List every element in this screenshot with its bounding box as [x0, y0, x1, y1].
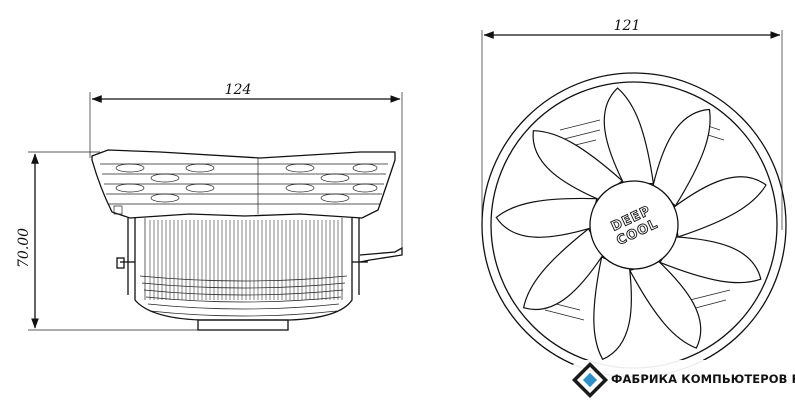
side-width-dimension: 124	[89, 82, 403, 255]
side-height-dimension: 70.00	[16, 151, 200, 331]
watermark-badge	[568, 360, 795, 400]
top-view: 121 DEEP COOL	[481, 18, 787, 378]
watermark-text: ФАБРИКА КОМПЬЮТЕРОВ FK.BY	[611, 372, 795, 386]
heatsink-body	[116, 218, 403, 331]
side-width-label: 124	[225, 82, 252, 98]
diamond-logo-icon	[571, 361, 609, 399]
side-view: 124 70.00	[16, 82, 403, 331]
fan-shroud	[91, 149, 396, 219]
top-width-label: 121	[614, 18, 641, 34]
top-width-dimension: 121	[481, 18, 783, 230]
side-height-label: 70.00	[16, 228, 32, 268]
fan-hub	[589, 180, 679, 270]
heatsink-fins	[139, 220, 348, 317]
fan-blades	[495, 87, 767, 361]
